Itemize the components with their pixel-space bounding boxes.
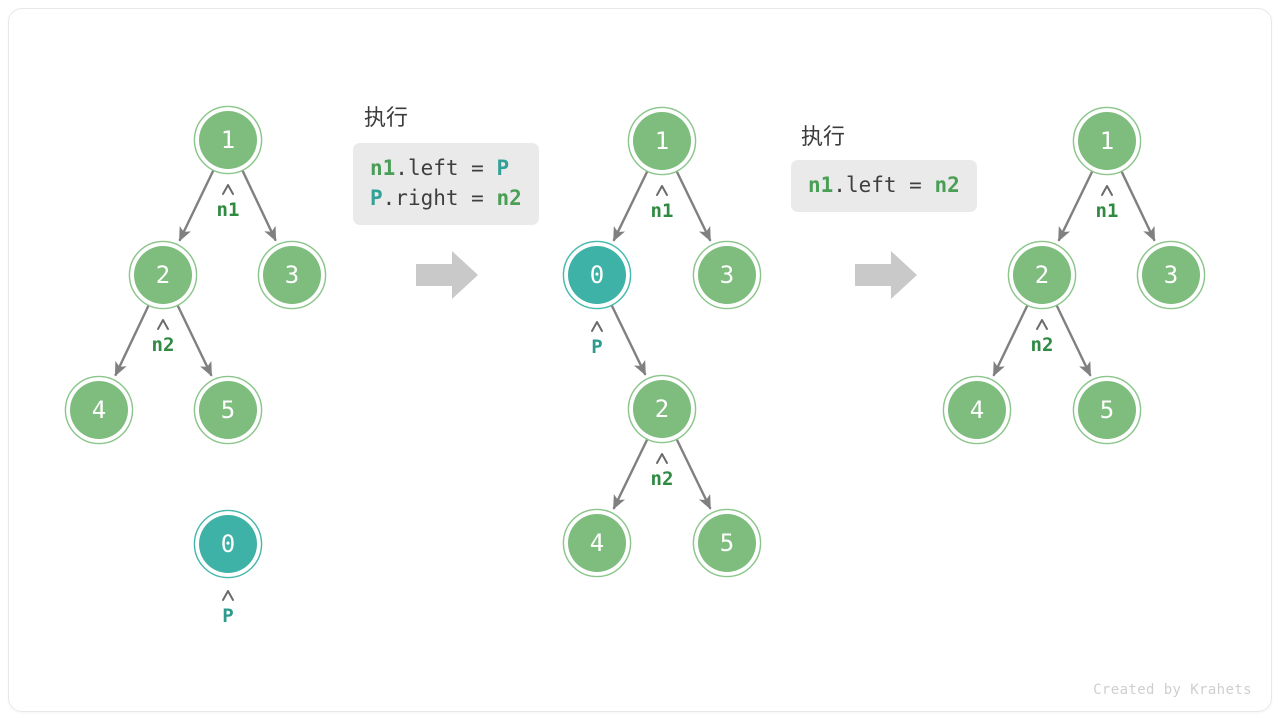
tree-node: 2 — [128, 240, 198, 310]
pointer-label: n2 — [651, 453, 674, 490]
code-token: n2 — [934, 173, 960, 197]
code-token: P — [496, 156, 510, 180]
block-arrow-2 — [855, 251, 917, 299]
pointer-caret-icon — [222, 184, 234, 195]
tree-node-value: 0 — [221, 530, 235, 558]
tree-node: 0 — [562, 240, 632, 310]
tree-edge — [675, 169, 712, 242]
tree-node: 4 — [562, 508, 632, 578]
tree-node-value: 3 — [285, 261, 299, 289]
tree-edge — [176, 303, 213, 377]
tree-node-value: 1 — [1100, 127, 1114, 155]
tree-edge — [240, 168, 277, 242]
pointer-label: P — [591, 321, 603, 358]
tree-edge — [1119, 169, 1156, 242]
tree-node: 0 — [193, 509, 263, 579]
tree-node: 4 — [942, 375, 1012, 445]
tree-edge — [992, 303, 1029, 377]
tree-node: 1 — [1072, 106, 1142, 176]
block-arrow-1 — [416, 251, 478, 299]
tree-node-value: 4 — [590, 529, 604, 557]
tree-node: 3 — [257, 240, 327, 310]
tree-edge — [1057, 169, 1094, 242]
tree-node-value: 5 — [1100, 396, 1114, 424]
pointer-label: n1 — [651, 185, 674, 222]
pointer-caret-icon — [656, 453, 668, 464]
pointer-label: n2 — [1031, 319, 1054, 356]
tree-node: 5 — [193, 375, 263, 445]
tree-node: 2 — [1007, 240, 1077, 310]
tree-node-value: 5 — [720, 529, 734, 557]
pointer-caret-icon — [222, 590, 234, 601]
code-token: .left = — [833, 173, 935, 197]
code-line: n1.left = P — [370, 153, 522, 183]
tree-edge — [675, 437, 712, 510]
pointer-label-text: P — [222, 605, 233, 627]
pointer-label-text: n1 — [651, 200, 674, 222]
code-token: P — [370, 186, 383, 210]
step-3-title: 执行 — [801, 124, 846, 149]
pointer-label: n2 — [152, 319, 175, 356]
tree-node-value: 4 — [92, 396, 106, 424]
pointer-caret-icon — [1036, 319, 1048, 330]
pointer-caret-icon — [591, 321, 603, 332]
tree-node-value: 0 — [590, 261, 604, 289]
tree-edge — [612, 437, 649, 510]
tree-node-value: 5 — [221, 396, 235, 424]
tree-edge — [1055, 303, 1092, 377]
pointer-label-text: n1 — [1096, 200, 1119, 222]
pointer-label: P — [222, 590, 234, 627]
tree-node: 5 — [1072, 375, 1142, 445]
code-line: P.right = n2 — [370, 183, 522, 213]
pointer-caret-icon — [157, 319, 169, 330]
pointer-label-text: n2 — [1031, 334, 1054, 356]
tree-node: 4 — [64, 375, 134, 445]
tree-node-value: 1 — [221, 126, 235, 154]
tree-node: 3 — [692, 240, 762, 310]
tree-node-value: 1 — [655, 127, 669, 155]
pointer-label: n1 — [217, 184, 240, 221]
tree-node: 3 — [1136, 240, 1206, 310]
tree-edge — [612, 169, 649, 242]
pointer-label-text: P — [591, 336, 602, 358]
pointer-label-text: n2 — [152, 334, 175, 356]
step-3-code-box: n1.left = n2 — [791, 160, 977, 212]
code-token: .right = — [382, 186, 497, 210]
code-token: n1 — [370, 156, 396, 180]
credit-text: Created by Krahets — [1093, 682, 1252, 698]
tree-node-value: 2 — [1035, 261, 1049, 289]
pointer-label: n1 — [1096, 185, 1119, 222]
pointer-caret-icon — [656, 185, 668, 196]
tree-edge — [610, 303, 647, 376]
pointer-label-text: n2 — [651, 468, 674, 490]
pointer-caret-icon — [1101, 185, 1113, 196]
tree-node: 5 — [692, 508, 762, 578]
pointer-label-text: n1 — [217, 199, 240, 221]
tree-edge — [178, 168, 215, 242]
code-line: n1.left = n2 — [808, 170, 960, 200]
block-arrows-layer — [416, 251, 917, 299]
tree-node-value: 4 — [970, 396, 984, 424]
nodes-layer: 1 2 3 4 5 0 1 0 3 2 4 5 1 2 3 4 5 — [64, 105, 1206, 579]
tree-edge — [114, 303, 151, 377]
code-token: .left = — [395, 156, 497, 180]
tree-node: 2 — [627, 374, 697, 444]
tree-node-value: 3 — [720, 261, 734, 289]
tree-node: 1 — [627, 106, 697, 176]
tree-node-value: 2 — [655, 395, 669, 423]
edges-layer — [114, 168, 1156, 510]
step-2-title: 执行 — [364, 105, 409, 130]
code-token: n1 — [808, 173, 834, 197]
tree-node: 1 — [193, 105, 263, 175]
tree-node-value: 2 — [156, 261, 170, 289]
tree-node-value: 3 — [1164, 261, 1178, 289]
code-token: n2 — [496, 186, 522, 210]
